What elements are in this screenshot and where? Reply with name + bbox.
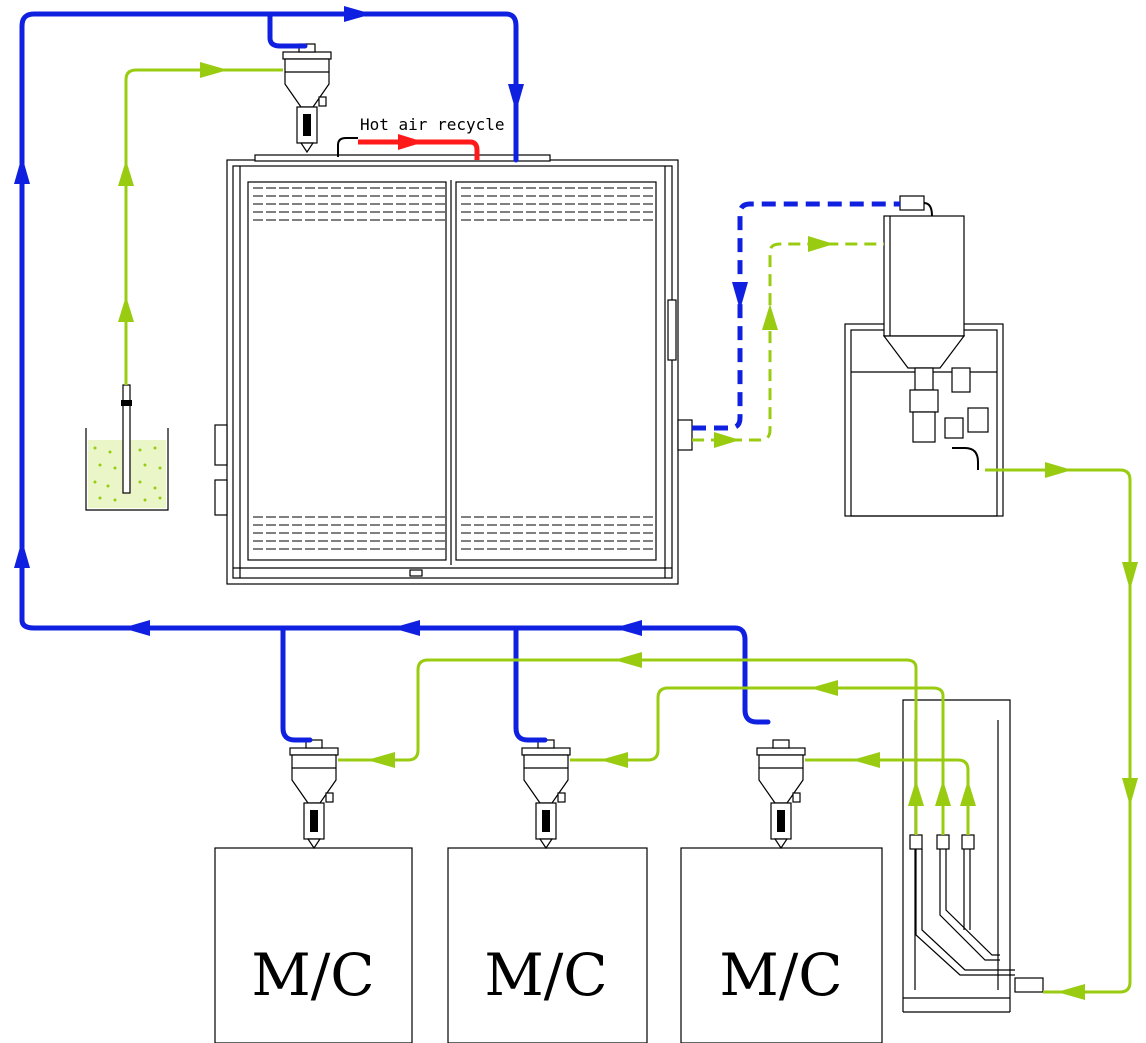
dryer-cabinet-icon [214, 137, 693, 585]
vacuum-lines [19, 11, 900, 743]
top-hopper-loader-icon [282, 43, 332, 153]
machine-label: M/C [251, 941, 374, 1009]
machine-3: M/C [680, 739, 883, 1043]
desiccant-dryer-icon [844, 195, 1004, 517]
distribution-station-icon [902, 699, 1044, 1013]
machine-label: M/C [484, 941, 607, 1009]
flow-arrows [14, 6, 1138, 1000]
material-lines [124, 68, 1132, 994]
machine-1: M/C [214, 739, 413, 1043]
material-bin-icon [85, 384, 169, 511]
machine-label: M/C [719, 941, 842, 1009]
hot-air-line [358, 139, 480, 160]
machine-2: M/C [447, 739, 648, 1043]
hot-air-label: Hot air recycle [360, 115, 505, 134]
